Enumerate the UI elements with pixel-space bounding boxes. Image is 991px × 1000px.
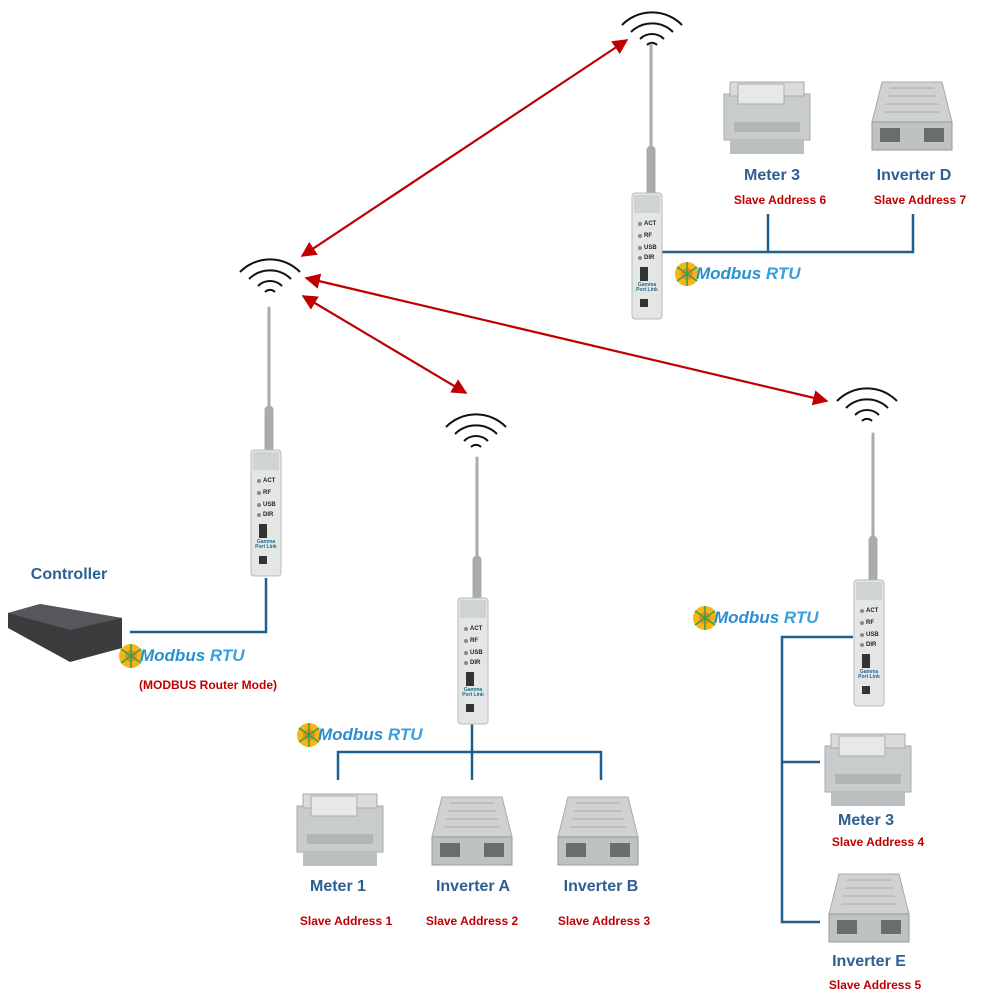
led-label-dir: DIR <box>644 255 655 261</box>
modbus-logo-icon <box>693 606 717 630</box>
led-label-rf: RF <box>263 490 271 496</box>
device-label: Inverter B <box>563 878 639 895</box>
radio-brand: Gamma Port Link <box>858 669 880 680</box>
slave-address: Slave Address 7 <box>873 193 967 207</box>
controller-device <box>8 604 122 662</box>
slave-address: Slave Address 4 <box>831 835 925 849</box>
slave-address: Slave Address 1 <box>299 914 393 928</box>
led-label-dir: DIR <box>470 660 481 666</box>
meter-1 <box>296 793 384 867</box>
modbus-rtu-logo: Modbus RTU <box>294 720 423 750</box>
inverter-a <box>431 796 513 866</box>
modbus-rtu-logo: Modbus RTU <box>116 641 245 671</box>
modbus-logo-icon <box>119 644 143 668</box>
inverter-b <box>557 796 639 866</box>
radio-brand: Gamma Port Link <box>636 282 658 293</box>
slave-address: Slave Address 6 <box>733 193 827 207</box>
wifi-icon <box>445 413 507 448</box>
led-label-usb: USB <box>263 502 276 508</box>
led-label-dir: DIR <box>263 512 274 518</box>
wireless-links <box>300 39 829 406</box>
link-to-top-radio <box>300 39 629 257</box>
device-label: Meter 3 <box>743 167 801 184</box>
inverter-d <box>871 81 953 151</box>
led-label-act: ACT <box>263 478 276 484</box>
device-label: Inverter A <box>435 878 511 895</box>
modbus-logo-icon <box>297 723 321 747</box>
inverter-e <box>828 873 910 943</box>
led-label-act: ACT <box>866 608 879 614</box>
radio-brand: Gamma Port Link <box>255 539 277 550</box>
led-label-usb: USB <box>866 632 879 638</box>
device-label: Inverter E <box>832 953 906 970</box>
led-label-dir: DIR <box>866 642 877 648</box>
link-to-right-radio <box>304 273 829 406</box>
meter-3-right <box>824 733 912 807</box>
device-label: Inverter D <box>876 167 952 184</box>
meter-3-top <box>723 81 811 155</box>
wifi-icon <box>836 387 898 422</box>
led-label-rf: RF <box>866 620 874 626</box>
wifi-icon <box>621 11 683 47</box>
router-mode-label: (MODBUS Router Mode) <box>139 678 277 692</box>
modbus-rtu-logo: Modbus RTU <box>672 259 801 289</box>
slave-address: Slave Address 2 <box>425 914 519 928</box>
radio-brand: Gamma Port Link <box>462 687 484 698</box>
modbus-rtu-logo: Modbus RTU <box>690 603 819 633</box>
slave-address: Slave Address 5 <box>828 978 922 992</box>
modbus-wiring <box>130 214 915 924</box>
device-label: Meter 3 <box>837 812 895 829</box>
device-label: Meter 1 <box>309 878 367 895</box>
controller-label: Controller <box>30 566 108 583</box>
led-label-act: ACT <box>470 626 483 632</box>
slave-address: Slave Address 3 <box>557 914 651 928</box>
led-label-rf: RF <box>470 638 478 644</box>
antennas <box>264 43 878 603</box>
led-label-act: ACT <box>644 221 657 227</box>
wifi-icon <box>239 258 301 293</box>
led-label-usb: USB <box>470 650 483 656</box>
led-label-usb: USB <box>644 245 657 251</box>
modbus-logo-icon <box>675 262 699 286</box>
led-label-rf: RF <box>644 233 652 239</box>
